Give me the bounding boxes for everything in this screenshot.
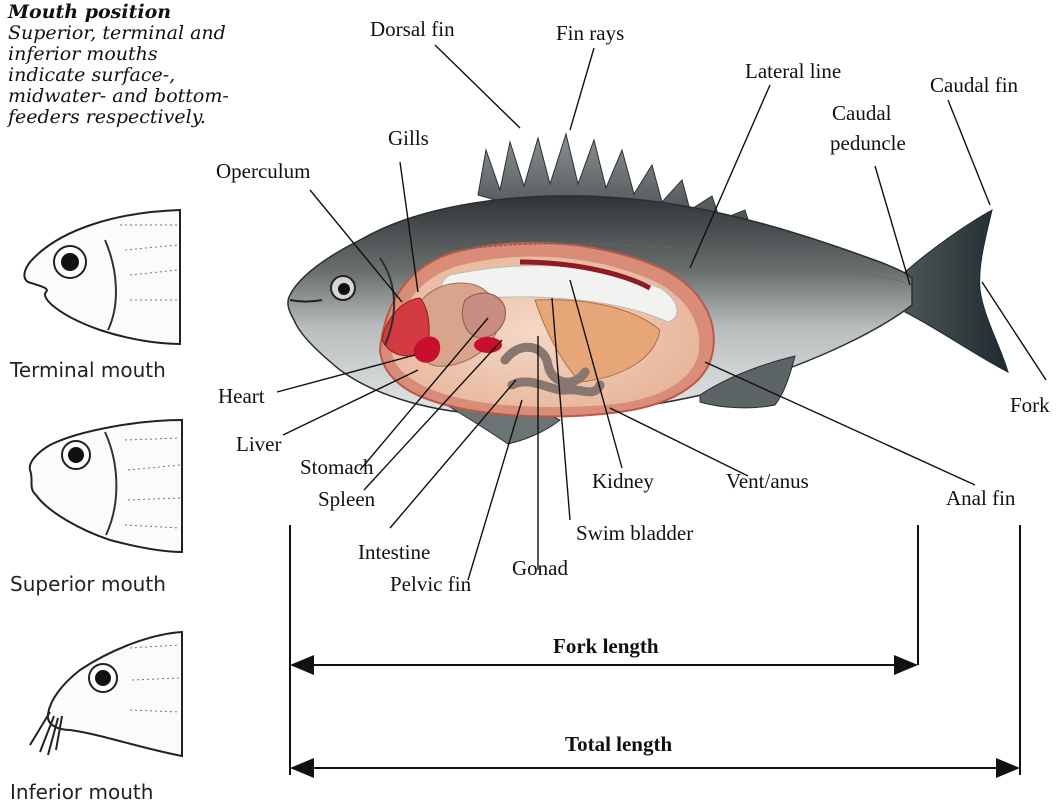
label-stomach: Stomach [300,456,374,478]
superior-mouth-sketch [30,420,182,552]
label-heart: Heart [218,385,265,407]
label-liver: Liver [236,433,281,455]
superior-mouth-caption: Superior mouth [10,572,166,596]
label-spleen: Spleen [318,488,375,510]
label-caudal-peduncle-line2: peduncle [830,132,906,154]
label-anal-fin: Anal fin [946,487,1015,509]
label-fork: Fork [1010,394,1050,416]
label-fin-rays: Fin rays [556,22,624,44]
label-lateral-line: Lateral line [745,60,841,82]
label-gills: Gills [388,127,429,149]
terminal-mouth-caption: Terminal mouth [10,358,166,382]
inferior-mouth-caption: Inferior mouth [10,780,153,804]
label-gonad: Gonad [512,557,568,579]
label-dorsal-fin: Dorsal fin [370,18,455,40]
label-total-length: Total length [565,733,672,755]
inferior-mouth-sketch [30,632,182,756]
label-intestine: Intestine [358,541,430,563]
label-operculum: Operculum [216,160,310,182]
label-pelvic-fin: Pelvic fin [390,573,471,595]
label-fork-length: Fork length [553,635,659,657]
caudal-fin [905,210,1008,372]
label-caudal-fin: Caudal fin [930,74,1018,96]
label-caudal-peduncle-line1: Caudal [832,102,891,124]
label-kidney: Kidney [592,470,654,492]
label-swim-bladder: Swim bladder [576,522,693,544]
label-vent-anus: Vent/anus [726,470,809,492]
terminal-mouth-sketch [24,210,180,344]
